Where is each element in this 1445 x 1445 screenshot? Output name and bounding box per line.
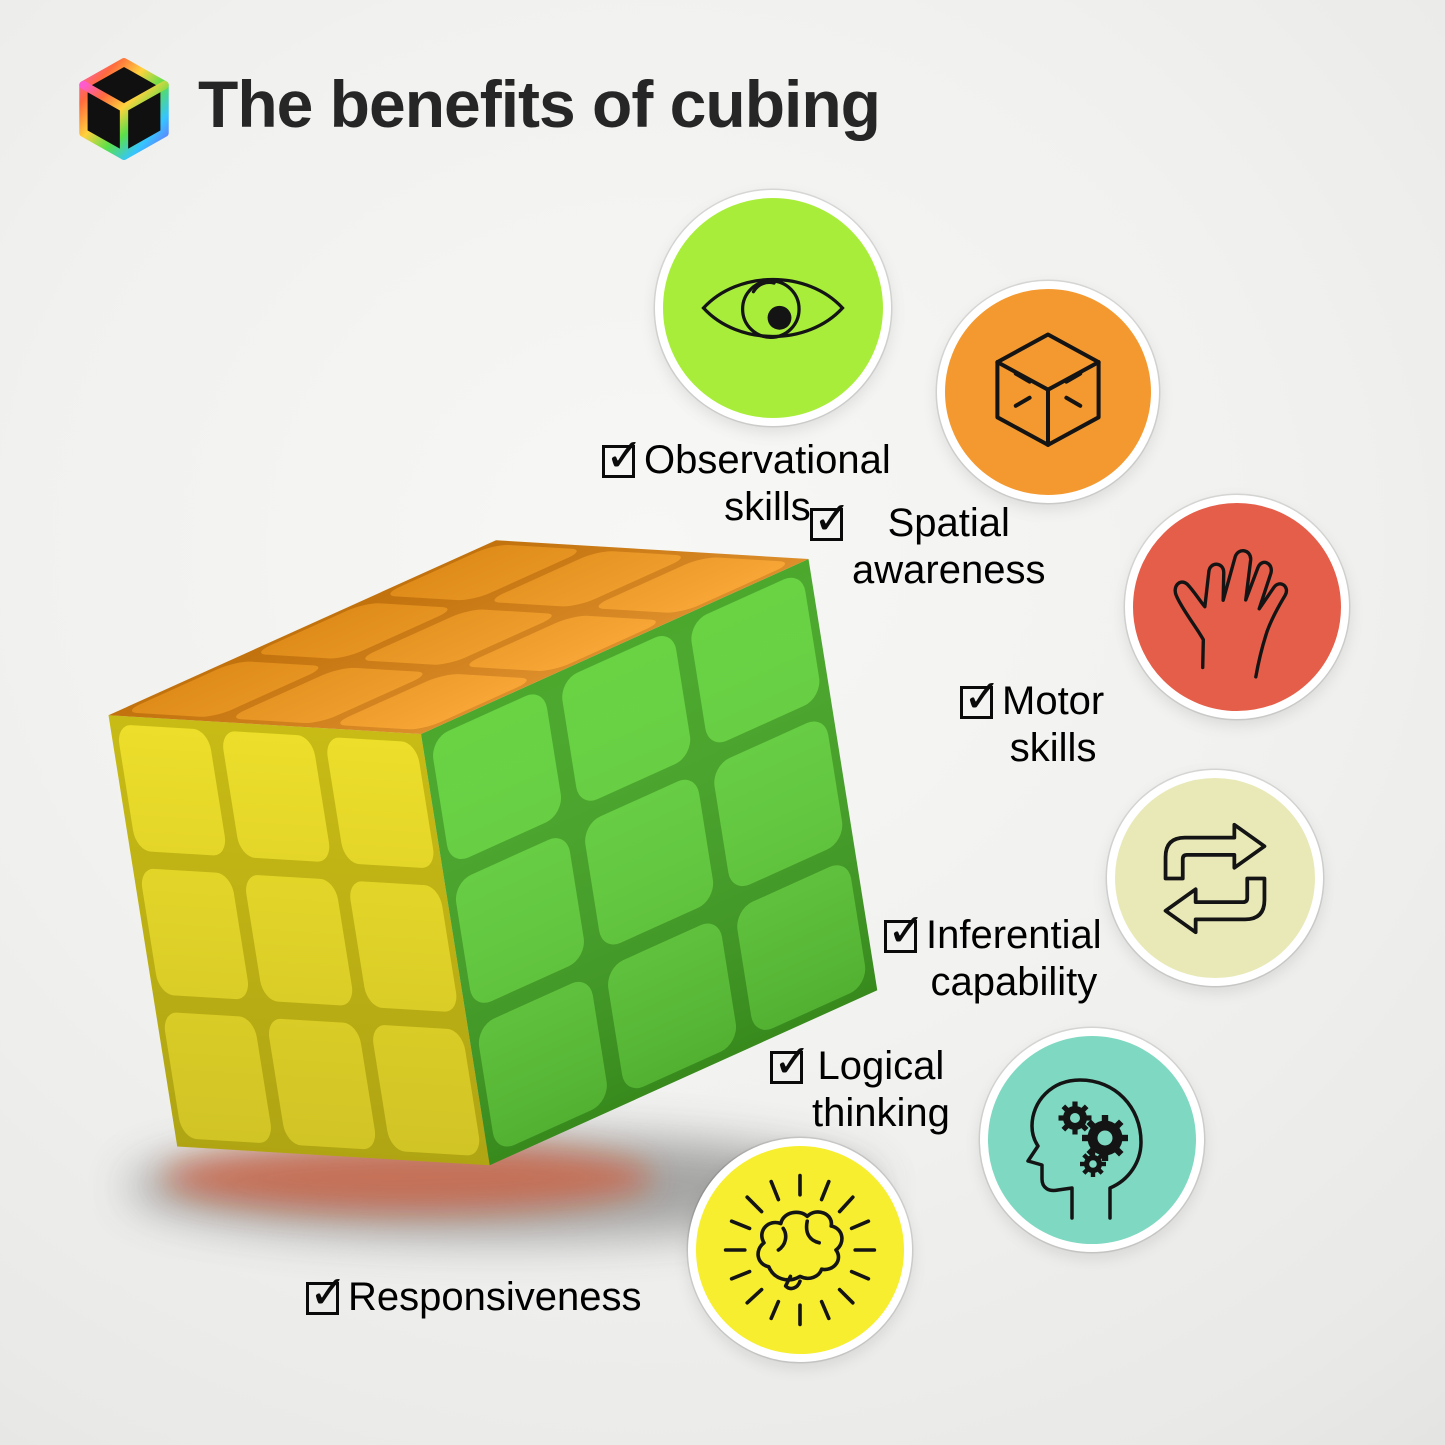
benefit-circle-motor: [1125, 495, 1349, 719]
benefit-text: Responsiveness: [348, 1275, 642, 1319]
cube-glow: [164, 1142, 653, 1213]
benefit-label-motor: Motor skills: [960, 673, 1105, 772]
cycle-arrows-icon: [1163, 822, 1267, 934]
checkbox-icon: [770, 1038, 812, 1084]
benefit-text: Motor: [1002, 679, 1105, 723]
benefit-circle-logical: [980, 1028, 1204, 1252]
checkbox-icon: [884, 907, 926, 953]
checkbox-icon: [306, 1269, 348, 1315]
cube-top-face: [108, 540, 809, 734]
benefit-circle-spatial: [937, 281, 1159, 503]
benefit-text: awareness: [852, 548, 1046, 593]
benefit-text: thinking: [812, 1091, 950, 1136]
benefit-circle-responsiveness: [688, 1138, 912, 1362]
benefit-text: capability: [930, 960, 1098, 1005]
benefit-label-logical: Logical thinking: [770, 1038, 950, 1137]
benefit-text: Spatial: [887, 501, 1010, 545]
checkbox-icon: [810, 495, 852, 541]
benefit-text: skills: [724, 485, 811, 530]
benefit-label-inferential: Inferential capability: [884, 907, 1102, 1006]
checkbox-icon: [602, 432, 644, 478]
benefit-label-spatial: Spatial awareness: [810, 495, 1046, 594]
checkbox-icon: [960, 673, 1002, 719]
benefit-text: Inferential: [926, 913, 1102, 957]
benefit-text: skills: [1009, 726, 1097, 771]
cube-left-face: [108, 715, 490, 1166]
gear-icon: [1058, 1101, 1128, 1177]
wireframe-cube-icon: [995, 332, 1101, 447]
benefit-text: Observational: [644, 438, 891, 482]
rays: [723, 1173, 877, 1327]
benefit-label-observational: Observational skills: [602, 432, 891, 531]
benefit-circle-observational: [655, 190, 891, 426]
eye-icon: [701, 277, 845, 339]
page-title: The benefits of cubing: [198, 67, 881, 141]
brain-rays-icon: [723, 1173, 877, 1327]
benefit-text: Logical: [817, 1044, 945, 1088]
rainbow-cube-logo-icon: [79, 58, 169, 160]
hand-icon: [1173, 549, 1289, 679]
head-gears-icon: [1026, 1078, 1143, 1220]
benefit-circle-inferential: [1107, 770, 1323, 986]
benefit-label-responsiveness: Responsiveness: [306, 1269, 642, 1321]
